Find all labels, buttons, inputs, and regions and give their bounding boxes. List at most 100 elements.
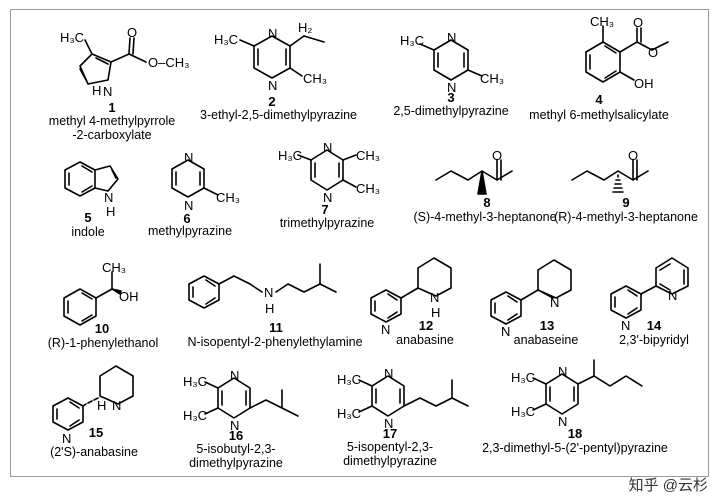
structure-3: N N H₃C CH₃	[400, 30, 504, 95]
atom-n: N	[323, 190, 332, 205]
label-h2: H₂	[298, 20, 312, 35]
structure-8: O	[435, 148, 513, 195]
compound-name: anabasine	[396, 333, 454, 347]
compound-number: 16	[228, 428, 244, 443]
atom-n: N	[268, 78, 277, 93]
compound-name: 3-ethyl-2,5-dimethylpyrazine	[200, 108, 358, 122]
label-h3c: H₃C	[183, 408, 207, 423]
atom-n: N	[268, 26, 277, 41]
compound-name: (R)-1-phenylethanol	[47, 336, 159, 350]
compound-number: 5	[84, 210, 92, 225]
compound-name: methylpyrazine	[148, 224, 233, 238]
label-ch3: CH₃	[590, 14, 614, 29]
structure-18: N N H₃C H₃C	[511, 359, 643, 429]
structure-10: CH₃ OH	[63, 260, 139, 326]
compound-number: 12	[418, 318, 434, 333]
label-h3c: H₃C	[511, 370, 535, 385]
compound-name: 5-isopentyl-2,3- dimethylpyrazine	[343, 440, 437, 468]
atom-n: N	[230, 368, 239, 383]
compound-name: indole	[71, 225, 105, 239]
compound-number: 6	[183, 211, 191, 226]
compound-name: 5-isobutyl-2,3- dimethylpyrazine	[189, 442, 283, 470]
atom-n: N	[323, 140, 332, 155]
atom-o: O	[127, 25, 137, 40]
atom-n: N	[558, 414, 567, 429]
label-ch3: CH₃	[216, 190, 240, 205]
label-oh: OH	[634, 76, 654, 91]
atom-h: H	[431, 305, 440, 320]
compound-number: 10	[94, 321, 110, 336]
atom-n: N	[230, 418, 239, 433]
atom-h: H	[106, 204, 115, 219]
compound-number: 15	[88, 425, 104, 440]
atom-o: O	[633, 15, 643, 30]
structure-5: N H	[64, 161, 119, 219]
atom-n: N	[104, 190, 113, 205]
atom-n: N	[501, 324, 510, 339]
label-och3: O–CH₃	[148, 55, 189, 70]
label-h3c: H₃C	[337, 372, 361, 387]
label-ch3: CH₃	[356, 148, 380, 163]
compound-name: 2,3'-bipyridyl	[619, 333, 689, 347]
atom-n: N	[621, 318, 630, 333]
structure-7: N N H₃C CH₃ CH₃	[278, 140, 380, 205]
atom-n: N	[384, 416, 393, 431]
atom-n: N	[103, 84, 112, 99]
label-ch3: CH₃	[102, 260, 126, 275]
compound-name: (2'S)-anabasine	[50, 445, 138, 459]
compound-number: 9	[622, 195, 630, 210]
structure-17: N N H₃C H₃C	[337, 366, 469, 431]
label-h3c: H₃C	[511, 404, 535, 419]
label-oh: OH	[119, 289, 139, 304]
structure-9: O	[571, 148, 649, 193]
compound-number: 3	[447, 90, 455, 105]
compound-name: 2,5-dimethylpyrazine	[393, 104, 509, 118]
atom-n: N	[384, 366, 393, 381]
compound-number: 11	[269, 320, 283, 335]
label-h3c: H₃C	[400, 33, 424, 48]
atom-n: N	[62, 431, 71, 446]
compound-number: 13	[539, 318, 555, 333]
compound-number: 14	[646, 318, 662, 333]
watermark: 知乎 @云杉	[628, 477, 708, 494]
label-ch3: CH₃	[356, 181, 380, 196]
structure-11: N H	[188, 263, 337, 316]
structure-14: N N	[610, 257, 689, 333]
compound-number: 8	[483, 195, 491, 210]
atom-n: N	[381, 322, 390, 337]
compound-name: anabaseine	[513, 333, 579, 347]
compound-name: methyl 6-methylsalicylate	[529, 108, 669, 122]
compound-name: (R)-4-methyl-3-heptanone	[554, 210, 698, 224]
label-h3c: H₃C	[183, 374, 207, 389]
atom-n: N	[184, 198, 193, 213]
atom-h: H	[92, 83, 101, 98]
atom-o: O	[492, 148, 502, 163]
structure-1: H₃C N H O O–CH₃	[60, 25, 189, 99]
compound-number: 4	[595, 92, 603, 107]
label-h3c: H₃C	[214, 32, 238, 47]
structure-16: N N H₃C H₃C	[183, 368, 299, 433]
compound-name: 2,3-dimethyl-5-(2'-pentyl)pyrazine	[482, 441, 668, 455]
atom-n: N	[184, 150, 193, 165]
label-h3c: H₃C	[278, 148, 302, 163]
structure-4: CH₃ O O OH	[585, 14, 669, 91]
atom-o: O	[648, 45, 658, 60]
atom-n: N	[447, 80, 456, 95]
compound-number: 17	[382, 426, 398, 441]
compound-name: (S)-4-methyl-3-heptanone	[413, 210, 557, 224]
structure-12: N N H	[370, 257, 452, 337]
atom-o: O	[628, 148, 638, 163]
structure-15: N N H	[52, 365, 134, 446]
atom-n: N	[430, 290, 439, 305]
atom-n: N	[112, 398, 121, 413]
structure-2: N N H₃C H₂ CH₃	[214, 20, 327, 93]
structure-6: N N CH₃	[171, 150, 240, 213]
atom-h: H	[265, 301, 274, 316]
atom-n: N	[668, 288, 677, 303]
compound-name: N-isopentyl-2-phenylethylamine	[187, 335, 363, 349]
compound-number: 7	[321, 202, 329, 217]
atom-h: H	[97, 398, 106, 413]
compound-number: 18	[567, 426, 583, 441]
atom-n: N	[550, 295, 559, 310]
